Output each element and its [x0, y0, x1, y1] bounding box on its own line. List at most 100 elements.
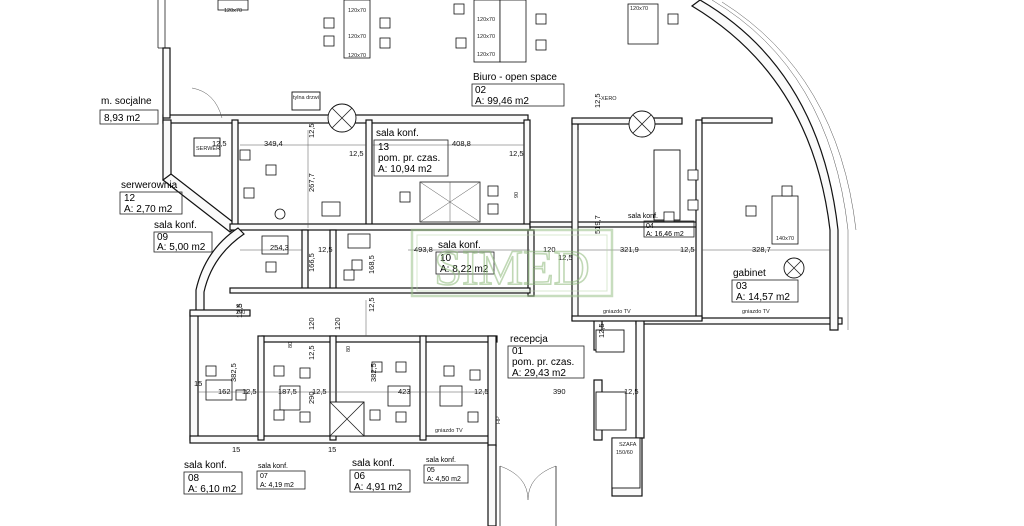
room-name: gabinet — [733, 268, 766, 279]
dim-label: 12,5 — [235, 303, 244, 318]
door-width: 200 — [236, 310, 245, 316]
furniture: 120x70 120x70 120x70 120x70 120x70 120x7… — [193, 0, 805, 489]
room-konf05: sala konf. 05 A: 4,50 m2 — [423, 457, 469, 484]
dim-label: 12,5 — [558, 253, 573, 262]
desk-label: 120x70 — [477, 34, 495, 40]
dim-label: 267,7 — [307, 173, 316, 192]
dim-label: 15 — [194, 379, 202, 388]
desk-label: 140x70 — [776, 236, 794, 242]
dim-label: 12,5 — [593, 93, 602, 108]
dim-label: 12,5 — [312, 387, 327, 396]
dim-label: 12,5 — [597, 323, 606, 338]
dim-label: 423 — [398, 387, 411, 396]
room-name: m. socjalne — [101, 96, 152, 107]
room-area: A: 8,22 m2 — [440, 264, 489, 275]
room-name: sala konf. — [438, 240, 481, 251]
dim-label: 168,5 — [367, 255, 376, 274]
dim-label: 120 — [543, 245, 556, 254]
dim-label: 12,5 — [307, 345, 316, 360]
room-number: 07 — [260, 473, 268, 480]
room-number: 02 — [475, 85, 487, 96]
room-name: sala konf. — [376, 128, 419, 139]
room-name: sala konf. — [258, 463, 288, 470]
room-socjalne: m. socjalne 8,93 m2 — [99, 96, 159, 125]
room-name: sala konf. — [154, 220, 197, 231]
room-number: 08 — [188, 473, 200, 484]
room-konf09: sala konf. 09 A: 5,00 m2 — [153, 220, 213, 253]
room-area: 8,93 m2 — [104, 113, 141, 124]
room-konf08: sala konf. 08 A: 6,10 m2 — [183, 460, 243, 495]
dim-label: 349,4 — [264, 139, 283, 148]
dim-label: 12,5 — [367, 297, 376, 312]
room-area: A: 4,91 m2 — [354, 482, 403, 493]
dim-label: 166,5 — [307, 253, 316, 272]
room-number: 09 — [157, 232, 169, 243]
round-table — [329, 401, 365, 437]
dim-label: 321,9 — [620, 245, 639, 254]
dim-label: 12,5 — [242, 387, 257, 396]
door-width: 80 — [288, 342, 294, 348]
dim-label: 328,7 — [752, 245, 771, 254]
desk-label: 120x70 — [630, 6, 648, 12]
tv-socket-label: gniazdo TV — [603, 309, 631, 315]
door-width: 90 — [514, 192, 520, 198]
room-number: 01 — [512, 346, 524, 357]
dim-label: 12,5 — [212, 139, 227, 148]
room-serwerownia: serwerownia 12 A: 2,70 m2 — [119, 180, 183, 215]
room-area: A: 10,94 m2 — [378, 164, 432, 175]
room-number: 04 — [646, 223, 654, 230]
dim-label: 390 — [553, 387, 566, 396]
room-area: A: 4,19 m2 — [260, 482, 294, 489]
dim-label: 382,5 — [369, 363, 378, 382]
wardrobe-label: SZAFA — [619, 442, 637, 448]
door-width: 90 — [236, 304, 242, 310]
room-number: 03 — [736, 281, 748, 292]
dimension-labels: 349,4 408,8 12,5 12,5 12,5 267,7 12,5 25… — [194, 93, 771, 454]
dim-label: 120 — [307, 317, 316, 330]
room-area: A: 99,46 m2 — [475, 96, 529, 107]
watermark-text: SIMED — [434, 239, 590, 295]
desk-label: 120x70 — [477, 17, 495, 23]
dim-label: 187,5 — [278, 387, 297, 396]
round-table — [628, 110, 656, 138]
desk-label: 120x70 — [477, 52, 495, 58]
door-width: 80 — [346, 346, 352, 352]
room-area: A: 16,46 m2 — [646, 231, 684, 238]
dim-label: 12,5 — [474, 387, 489, 396]
room-name: serwerownia — [121, 180, 178, 191]
room-konf13: sala konf. 13 pom. pr. czas. A: 10,94 m2 — [373, 128, 449, 177]
desk-label: 120x70 — [348, 53, 366, 59]
dim-label: 12,5 — [318, 245, 333, 254]
room-area: A: 4,50 m2 — [427, 476, 461, 483]
room-recepcja: recepcja 01 pom. pr. czas. A: 29,43 m2 — [507, 334, 585, 379]
dim-label: 12,5 — [349, 149, 364, 158]
room-konf06: sala konf. 06 A: 4,91 m2 — [349, 458, 411, 493]
room-number: 13 — [378, 142, 390, 153]
desk-label: 120x70 — [224, 8, 242, 14]
dimension-lines — [198, 130, 830, 393]
server-label: SERWER — [196, 146, 220, 152]
room-gabinet: gabinet 03 A: 14,57 m2 — [731, 268, 799, 303]
room-note: pom. pr. czas. — [512, 357, 574, 368]
room-area: A: 5,00 m2 — [157, 242, 206, 253]
xero-label: XERO — [601, 96, 617, 102]
wardrobe-size: 150/60 — [616, 450, 633, 456]
room-area: A: 14,57 m2 — [736, 292, 790, 303]
dim-label: 162 — [218, 387, 231, 396]
tv-socket-label: gniazdo TV — [742, 309, 770, 315]
door-note: tylna drzwi — [293, 95, 319, 101]
watermark-logo: SIMED — [410, 228, 614, 298]
room-name: sala konf. — [184, 460, 227, 471]
room-name: Biuro - open space — [473, 72, 557, 83]
room-name: sala konf. — [426, 457, 456, 464]
room-name: recepcja — [510, 334, 548, 345]
room-number: 06 — [354, 471, 366, 482]
room-number: 12 — [124, 193, 136, 204]
dim-label: 12,5 — [624, 387, 639, 396]
room-area: A: 29,43 m2 — [512, 368, 566, 379]
room-konf04: sala konf. 04 A: 16,46 m2 — [628, 213, 695, 238]
dim-label: 12,5 — [680, 245, 695, 254]
dim-label: 382,5 — [229, 363, 238, 382]
